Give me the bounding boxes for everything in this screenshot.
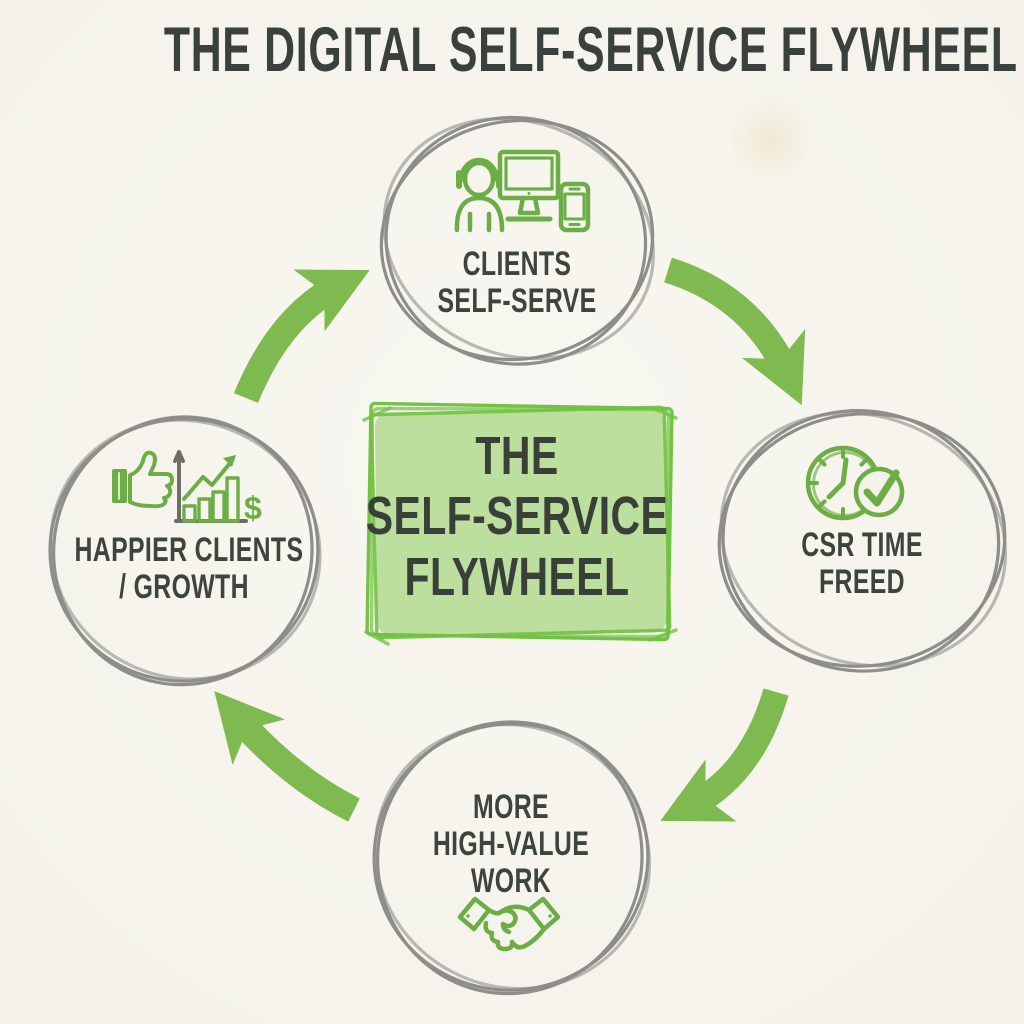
node-circle-top bbox=[379, 115, 655, 366]
growth-chart-icon bbox=[173, 450, 248, 523]
center-line-1: THE bbox=[475, 426, 559, 486]
node-circle-left bbox=[48, 415, 322, 687]
thumbs-up-icon bbox=[112, 450, 174, 509]
handshake-icon bbox=[457, 896, 561, 952]
dollar-sign: $ bbox=[244, 490, 262, 526]
center-box-label: THE SELF-SERVICE FLYWHEEL bbox=[327, 426, 707, 607]
node-label-csr-time-freed: CSR TIME FREED bbox=[801, 526, 923, 602]
clock-checkmark-icon bbox=[805, 445, 905, 521]
node-label-more-high-value-work: MORE HIGH-VALUE WORK bbox=[432, 788, 590, 901]
arrow-bottom-to-left bbox=[214, 690, 360, 822]
flow-arrows bbox=[214, 257, 806, 822]
person-with-monitor-and-phone-icon bbox=[454, 149, 591, 233]
center-box bbox=[362, 401, 678, 646]
arrow-right-to-bottom bbox=[660, 688, 789, 822]
node-circle-bottom bbox=[372, 720, 652, 996]
node-circle-right bbox=[717, 408, 1008, 673]
center-line-2: SELF-SERVICE bbox=[365, 486, 669, 547]
node-label-clients-self-serve: CLIENTS SELF-SERVE bbox=[437, 245, 597, 321]
arrow-top-to-right bbox=[663, 257, 806, 406]
center-line-3: FLYWHEEL bbox=[404, 546, 630, 607]
page-title: THE DIGITAL SELF-SERVICE FLYWHEEL bbox=[163, 15, 1018, 85]
thumbs-up-growth-chart-dollar-icon: $ bbox=[112, 450, 262, 526]
arrow-left-to-top bbox=[233, 269, 370, 403]
node-label-happier-clients-growth: HAPPIER CLIENTS / GROWTH bbox=[74, 531, 304, 607]
